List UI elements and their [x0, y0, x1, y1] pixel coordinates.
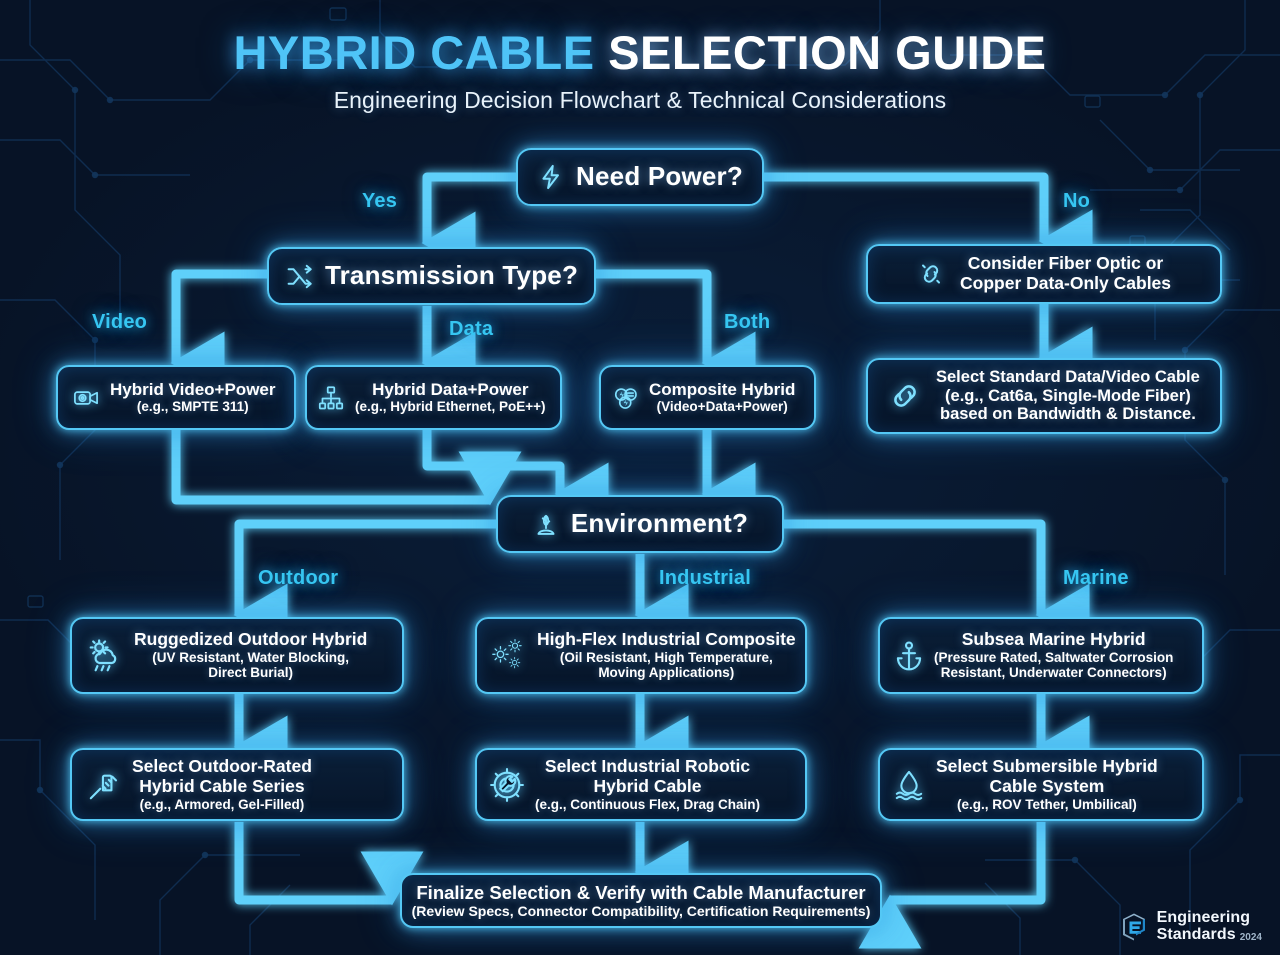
network-tree-icon: [318, 385, 344, 409]
node-select-standard-cable-line3: based on Bandwidth & Distance.: [940, 405, 1196, 424]
node-ruggedized-outdoor-hybrid-sub1: (UV Resistant, Water Blocking,: [152, 649, 350, 665]
node-hybrid-video-power-title: Hybrid Video+Power: [110, 379, 276, 399]
branch-label-data: Data: [449, 318, 494, 340]
plant-sprout-icon: [537, 514, 555, 535]
node-select-submersible-hybrid[interactable]: Select Submersible Hybrid Cable System (…: [878, 748, 1204, 821]
logo-line2: Standards: [1156, 925, 1236, 943]
node-environment[interactable]: Environment?: [496, 495, 784, 553]
branch-label-both: Both: [724, 311, 771, 333]
node-subsea-marine-hybrid[interactable]: Subsea Marine Hybrid (Pressure Rated, Sa…: [878, 617, 1204, 694]
node-hybrid-data-power[interactable]: Hybrid Data+Power (e.g., Hybrid Ethernet…: [305, 365, 562, 430]
node-consider-fiber-copper[interactable]: Consider Fiber Optic or Copper Data-Only…: [866, 244, 1222, 304]
node-hybrid-video-power[interactable]: Hybrid Video+Power (e.g., SMPTE 311): [56, 365, 296, 430]
node-select-submersible-hybrid-sub: (e.g., ROV Tether, Umbilical): [956, 796, 1137, 812]
node-finalize-selection[interactable]: Finalize Selection & Verify with Cable M…: [400, 873, 882, 928]
branch-label-no: No: [1063, 190, 1091, 212]
node-high-flex-industrial-composite[interactable]: High-Flex Industrial Composite (Oil Resi…: [475, 617, 807, 694]
node-select-outdoor-rated-line2: Hybrid Cable Series: [139, 775, 305, 796]
node-ruggedized-outdoor-hybrid-sub2: Direct Burial): [208, 665, 294, 681]
node-select-submersible-hybrid-line1: Select Submersible Hybrid: [936, 755, 1158, 776]
gears-icon: [492, 638, 522, 668]
node-hybrid-data-power-title: Hybrid Data+Power: [372, 379, 529, 399]
branch-label-marine: Marine: [1063, 567, 1129, 589]
node-select-industrial-robotic[interactable]: Select Industrial Robotic Hybrid Cable (…: [475, 748, 807, 821]
node-need-power-title: Need Power?: [576, 161, 743, 192]
node-composite-hybrid-title: Composite Hybrid: [649, 379, 796, 399]
node-finalize-selection-title: Finalize Selection & Verify with Cable M…: [416, 881, 866, 903]
gear-wrench-icon: [490, 767, 524, 802]
branch-label-outdoor: Outdoor: [258, 567, 339, 589]
brand-logo: Engineering Standards 2024: [1119, 910, 1262, 943]
logo-line1: Engineering: [1156, 909, 1251, 927]
branch-label-video: Video: [92, 311, 148, 333]
node-select-industrial-robotic-line1: Select Industrial Robotic: [544, 755, 751, 776]
broken-link-icon: [922, 264, 940, 284]
node-select-outdoor-rated-line1: Select Outdoor-Rated: [132, 755, 312, 776]
node-subsea-marine-hybrid-sub2: Resistant, Underwater Connectors): [940, 665, 1167, 681]
node-hybrid-video-power-sub: (e.g., SMPTE 311): [136, 399, 249, 415]
node-transmission-type[interactable]: Transmission Type?: [267, 247, 596, 305]
node-select-standard-cable[interactable]: Select Standard Data/Video Cable (e.g., …: [866, 358, 1222, 434]
node-hybrid-data-power-sub: (e.g., Hybrid Ethernet, PoE++): [355, 399, 546, 415]
anchor-icon: [896, 640, 922, 670]
shuffle-icon: [287, 264, 312, 288]
node-composite-hybrid[interactable]: Composite Hybrid (Video+Data+Power): [599, 365, 816, 430]
page-subtitle: Engineering Decision Flowchart & Technic…: [333, 87, 947, 114]
node-consider-fiber-copper-line2: Copper Data-Only Cables: [960, 273, 1172, 293]
node-transmission-type-title: Transmission Type?: [324, 260, 579, 291]
node-select-outdoor-rated-sub: (e.g., Armored, Gel-Filled): [139, 796, 305, 812]
sun-cloud-rain-icon: [89, 638, 117, 671]
title-rest: SELECTION GUIDE: [608, 26, 1047, 79]
lightning-bolt-icon: [542, 164, 560, 190]
cable-connector-icon: [89, 774, 118, 799]
node-select-submersible-hybrid-line2: Cable System: [989, 775, 1105, 796]
node-environment-title: Environment?: [570, 508, 749, 539]
page-title: HYBRID CABLE SELECTION GUIDE: [0, 28, 1280, 77]
node-high-flex-industrial-composite-title: High-Flex Industrial Composite: [537, 628, 796, 649]
video-camera-icon: [74, 390, 98, 405]
node-select-outdoor-rated[interactable]: Select Outdoor-Rated Hybrid Cable Series…: [70, 748, 404, 821]
branch-label-yes: Yes: [362, 190, 398, 212]
engineering-standards-logo-icon: [1122, 913, 1145, 941]
title-highlight: HYBRID CABLE: [233, 26, 595, 79]
branch-label-industrial: Industrial: [659, 567, 752, 589]
link-icon: [894, 385, 916, 407]
node-composite-hybrid-sub: (Video+Data+Power): [656, 399, 788, 415]
node-select-industrial-robotic-sub: (e.g., Continuous Flex, Drag Chain): [535, 796, 761, 812]
node-select-standard-cable-line2: (e.g., Cat6a, Single-Mode Fiber): [945, 386, 1191, 405]
node-consider-fiber-copper-line1: Consider Fiber Optic or: [967, 253, 1164, 274]
node-subsea-marine-hybrid-sub1: (Pressure Rated, Saltwater Corrosion: [934, 649, 1174, 665]
node-finalize-selection-sub: (Review Specs, Connector Compatibility, …: [411, 902, 871, 919]
composite-circles-icon: [614, 387, 637, 409]
node-ruggedized-outdoor-hybrid[interactable]: Ruggedized Outdoor Hybrid (UV Resistant,…: [70, 617, 404, 694]
node-ruggedized-outdoor-hybrid-title: Ruggedized Outdoor Hybrid: [134, 628, 368, 649]
logo-year: 2024: [1239, 931, 1262, 943]
node-subsea-marine-hybrid-title: Subsea Marine Hybrid: [961, 628, 1146, 649]
header: HYBRID CABLE SELECTION GUIDE Engineering…: [0, 0, 1280, 114]
node-high-flex-industrial-composite-sub1: (Oil Resistant, High Temperature,: [559, 649, 773, 665]
node-need-power[interactable]: Need Power?: [516, 148, 764, 206]
water-drop-waves-icon: [895, 770, 923, 800]
node-high-flex-industrial-composite-sub2: Moving Applications): [598, 665, 735, 681]
node-select-standard-cable-line1: Select Standard Data/Video Cable: [936, 367, 1200, 386]
node-select-industrial-robotic-line2: Hybrid Cable: [593, 775, 702, 796]
